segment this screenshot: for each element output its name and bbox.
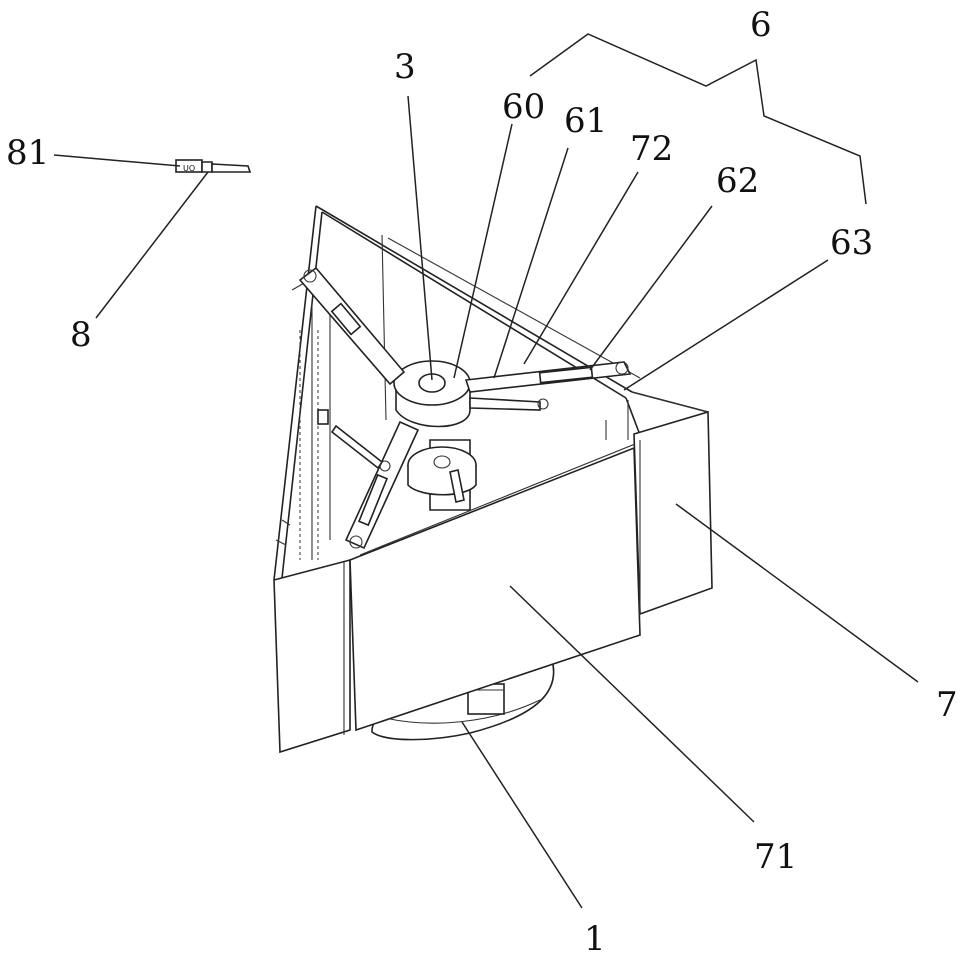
label-6: 6 xyxy=(750,5,772,45)
arm-right xyxy=(466,362,630,392)
leader-lines xyxy=(54,96,918,908)
pen-tool: UO xyxy=(176,160,250,173)
side-panel-right xyxy=(632,392,712,614)
label-8: 8 xyxy=(70,315,92,355)
label-63: 63 xyxy=(830,223,873,263)
label-61: 61 xyxy=(564,101,607,141)
label-71: 71 xyxy=(754,837,797,877)
label-81: 81 xyxy=(6,133,49,173)
front-panel-left xyxy=(274,560,350,752)
label-7: 7 xyxy=(936,685,958,725)
pen-marking: UO xyxy=(183,164,195,173)
label-3: 3 xyxy=(394,47,416,87)
reference-numerals: 6 3 60 61 72 62 63 81 8 7 71 1 xyxy=(6,5,958,958)
label-72: 72 xyxy=(630,129,673,169)
label-62: 62 xyxy=(716,161,759,201)
label-1: 1 xyxy=(584,919,606,958)
label-60: 60 xyxy=(502,87,545,127)
arm-upper-left xyxy=(300,268,404,384)
